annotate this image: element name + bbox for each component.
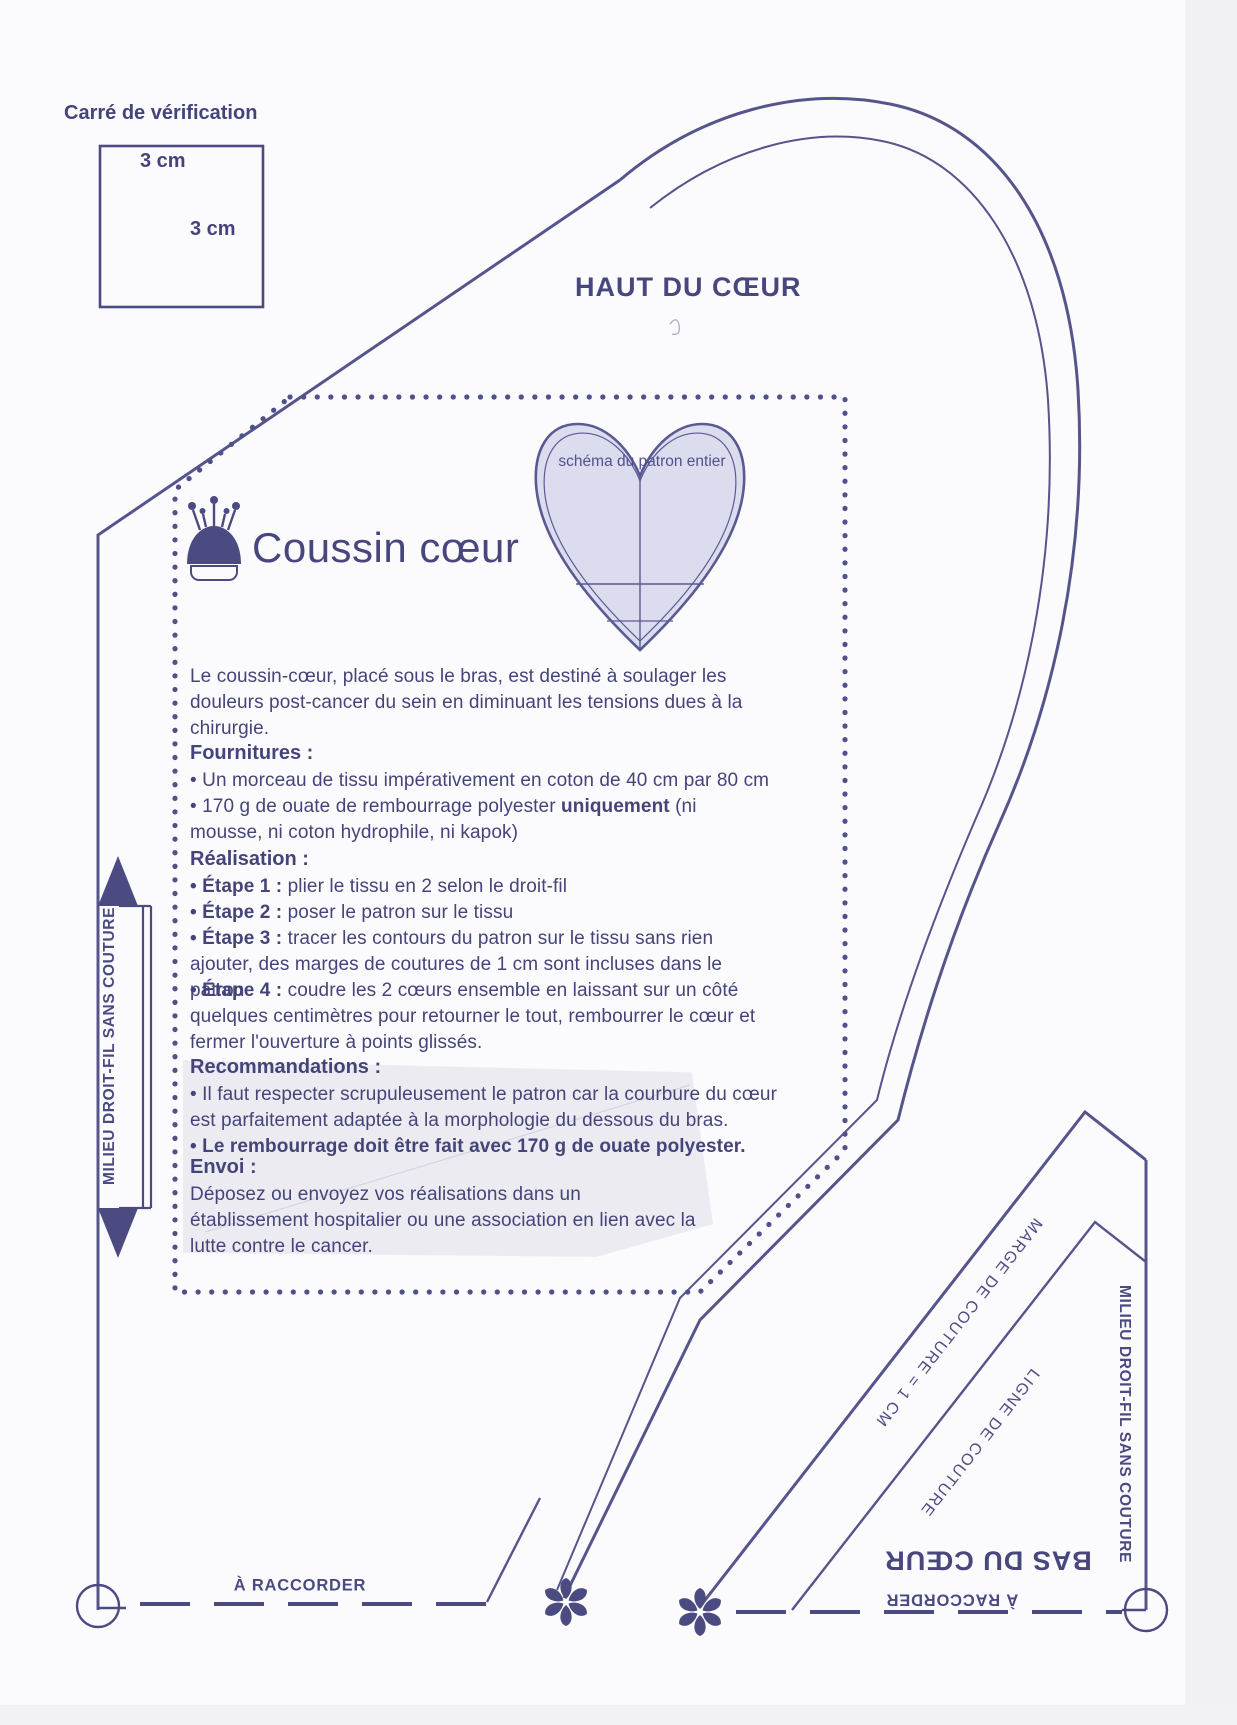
verification-square (98, 144, 265, 309)
pattern-edge-stub (485, 1497, 542, 1603)
pencil-line (204, 1084, 691, 1233)
fournitures-item-1: • Un morceau de tissu impérativement en … (190, 770, 770, 791)
page-title: Coussin cœur (252, 524, 520, 571)
recommandation-2: • Le rembourrage doit être fait avec 170… (190, 1136, 746, 1157)
verification-label: Carré de vérification (64, 102, 258, 124)
match-asterisk-left (545, 1578, 587, 1626)
a-raccorder-left-label: À RACCORDER (233, 1576, 367, 1595)
fournitures-item-2: • 170 g de ouate de rembourrage polyeste… (190, 796, 697, 843)
scan-edge-bottom (0, 1705, 1237, 1725)
recommandation-1: • Il faut respecter scrupuleusement le p… (190, 1084, 777, 1131)
registration-circle-left (75, 1583, 121, 1629)
fournitures-heading: Fournitures : (190, 742, 314, 764)
intro-paragraph: Le coussin-cœur, placé sous le bras, est… (190, 666, 743, 739)
verification-top-dim: 3 cm (140, 150, 186, 172)
bas-du-coeur-label: BAS DU CŒUR (884, 1545, 1092, 1576)
step-1: • Étape 1 : plier le tissu en 2 selon le… (190, 876, 568, 897)
match-asterisk-right (679, 1588, 721, 1636)
pincushion-icon (187, 496, 241, 581)
grain-arrowhead-up (98, 856, 138, 906)
bottom-piece-seam-line (791, 1220, 1147, 1611)
grain-arrow-left-icon (119, 904, 153, 1210)
realisation-heading: Réalisation : (190, 848, 309, 870)
envoi-paragraph: Déposez ou envoyez vos réalisations dans… (190, 1184, 696, 1257)
milieu-droit-fil-left-label: MILIEU DROIT-FIL SANS COUTURE (101, 906, 118, 1186)
grain-arrowhead-down (98, 1208, 138, 1258)
heart-schema-icon (534, 422, 746, 652)
pattern-edge-left (96, 178, 621, 1610)
a-raccorder-right-label: À RACCORDER (885, 1590, 1019, 1609)
scan-edge-right (1185, 0, 1237, 1725)
pencil-mark (669, 319, 680, 335)
bottom-piece-cut-line (700, 1109, 1147, 1605)
envoi-heading: Envoi : (190, 1156, 257, 1178)
haut-du-coeur-label: HAUT DU CŒUR (575, 272, 802, 302)
pattern-curve-outer (562, 96, 1082, 1599)
heart-schema-caption: schéma du patron entier (558, 453, 726, 470)
pattern-curve-inner (556, 135, 1051, 1591)
recommandations-heading: Recommandations : (190, 1056, 382, 1078)
milieu-droit-fil-right-label: MILIEU DROIT-FIL SANS COUTURE (1116, 1284, 1133, 1564)
step-3: • Étape 3 : tracer les contours du patro… (190, 928, 723, 1001)
step-4: • Étape 4 : coudre les 2 cœurs ensemble … (190, 980, 756, 1053)
verification-side-dim: 3 cm (190, 218, 236, 240)
step-2: • Étape 2 : poser le patron sur le tissu (190, 902, 514, 923)
dotted-border (172, 394, 848, 1295)
